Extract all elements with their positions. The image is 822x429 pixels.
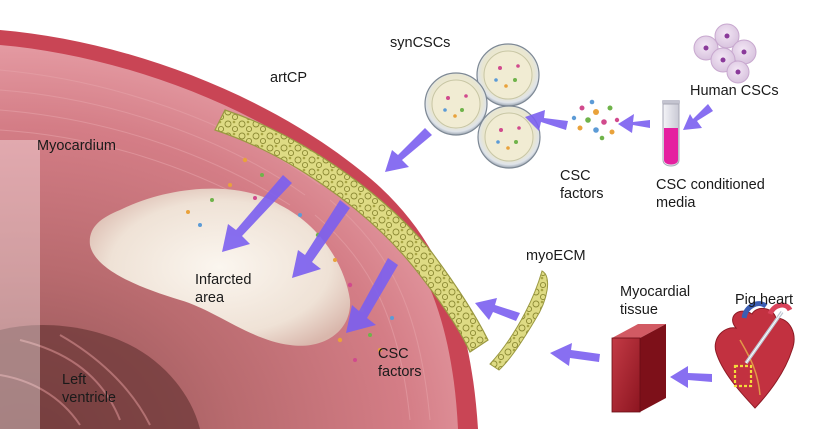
- arrow-tissue-to-myoecm: [550, 343, 600, 366]
- csc-factors-cloud: [571, 99, 620, 141]
- label-pig-heart: Pig heart: [735, 292, 794, 308]
- arrow-pig-to-tissue: [670, 366, 712, 388]
- pig-heart: [714, 301, 795, 409]
- infarcted-area-region: [89, 188, 351, 346]
- myoecm-strip: [489, 270, 549, 371]
- left-fade: [0, 140, 40, 429]
- label-myocardium: Myocardium: [37, 138, 116, 154]
- human-cscs-cluster: [693, 23, 757, 84]
- left-ventricle-cavity: [0, 325, 200, 429]
- label-myoecm: myoECM: [526, 248, 586, 264]
- label-syncscs: synCSCs: [390, 35, 451, 51]
- arrow-media-to-factors: [618, 114, 650, 133]
- dish-top: [476, 43, 540, 107]
- dish-left: [424, 72, 488, 136]
- conditioned-media-tube: [662, 100, 680, 167]
- myocardial-tissue-block: [611, 324, 666, 413]
- trabeculae: [0, 334, 151, 426]
- label-human-cscs: Human CSCs: [690, 83, 779, 99]
- arrow-into-infarct-2: [292, 200, 350, 278]
- artcp-patch: [214, 109, 489, 353]
- arrow-myoecm-to-artcp: [475, 298, 520, 321]
- arrow-into-infarct-1: [222, 175, 292, 252]
- arrow-into-infarct-3: [346, 258, 398, 333]
- dish-particles: [443, 64, 521, 150]
- arrow-factors-to-syncscs: [525, 110, 568, 131]
- dish-bottom: [477, 105, 541, 169]
- arrow-human-to-media: [683, 104, 713, 130]
- arrows-into-heart: [222, 175, 398, 333]
- arrow-syncscs-to-artcp: [385, 128, 432, 172]
- syncscs-dishes: [424, 43, 541, 169]
- label-artcp: artCP: [270, 70, 308, 86]
